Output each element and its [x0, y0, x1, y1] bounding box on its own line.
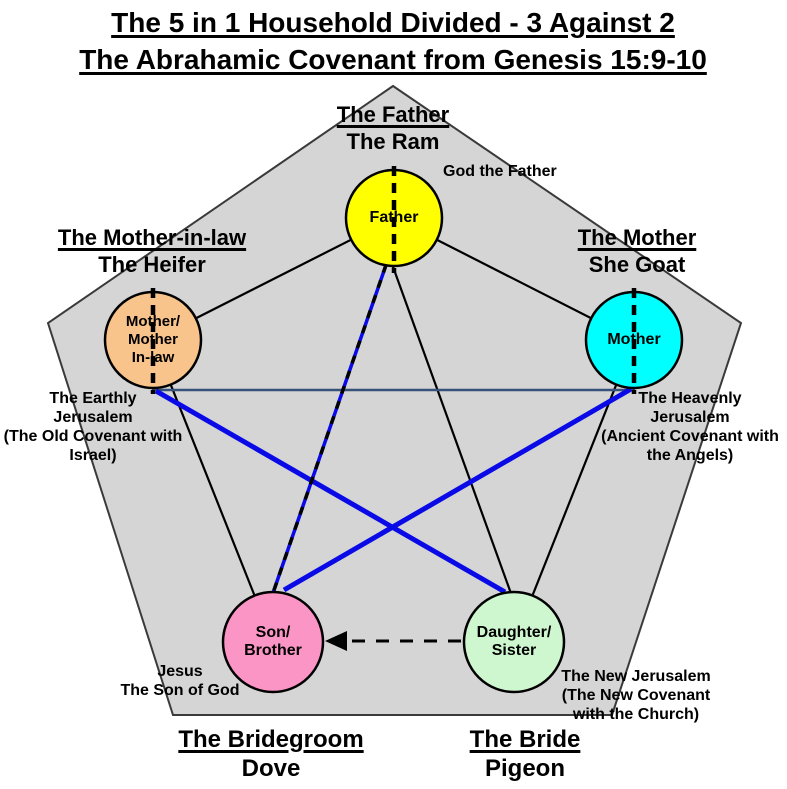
- annotation-line: the Angels): [646, 447, 734, 464]
- annotation-line: (The Old Covenant with: [3, 428, 183, 445]
- father-heading-block: The Father The Ram: [337, 101, 449, 155]
- annotation-line: Jesus: [157, 663, 203, 680]
- annotation-line: Jerusalem: [650, 409, 730, 426]
- daughter-subheading: Pigeon: [484, 755, 565, 782]
- father-subheading: The Ram: [346, 129, 440, 154]
- mother-in-law-heading: The Mother-in-law: [57, 225, 247, 250]
- annotation-line: (The New Covenant: [561, 687, 711, 704]
- circle-label-line: Mother: [127, 331, 178, 348]
- daughter-heading-block: The Bride Pigeon: [470, 725, 581, 783]
- circle-label-line: Brother: [244, 642, 302, 659]
- mother-heading-block: The Mother She Goat: [578, 224, 697, 278]
- circle-label-line: Daughter/: [476, 624, 552, 641]
- son-circle-label: Son/ Brother: [244, 624, 302, 660]
- annotation-line: The New Jerusalem: [561, 668, 711, 685]
- father-circle-label: Father: [369, 209, 419, 226]
- edge-motherinlaw-daughter: [154, 388, 507, 595]
- edge-mother-son: [282, 386, 633, 593]
- mother-heading: The Mother: [577, 225, 697, 250]
- son-heading: The Bridegroom: [178, 726, 364, 753]
- annotation-line: with the Church): [572, 706, 700, 723]
- son-annotation: Jesus The Son of God: [120, 662, 239, 700]
- annotation-line: (Ancient Covenant with: [601, 428, 779, 445]
- daughter-heading: The Bride: [469, 726, 581, 753]
- mother-in-law-annotation: The Earthly Jerusalem (The Old Covenant …: [4, 389, 183, 465]
- annotation-line: Israel): [69, 447, 117, 464]
- mother-subheading: She Goat: [588, 252, 686, 277]
- circle-label-line: Mother/: [125, 313, 181, 330]
- edge-father-son-dashes: [271, 264, 388, 594]
- arrowhead-icon: [325, 631, 347, 651]
- mother-in-law-subheading: The Heifer: [98, 252, 206, 277]
- circle-label-line: In-law: [131, 349, 175, 366]
- page-title-line1: The 5 in 1 Household Divided - 3 Against…: [111, 7, 675, 38]
- circle-label-line: Son/: [255, 624, 291, 641]
- annotation-line: The Heavenly: [638, 390, 742, 407]
- mother-annotation: The Heavenly Jerusalem (Ancient Covenant…: [601, 389, 779, 465]
- daughter-annotation: The New Jerusalem (The New Covenant with…: [561, 667, 710, 724]
- circle-label-line: Sister: [491, 642, 537, 659]
- father-annotation: God the Father: [443, 163, 557, 180]
- annotation-line: The Earthly: [49, 390, 137, 407]
- father-heading: The Father: [336, 102, 450, 127]
- page-title-line2: The Abrahamic Covenant from Genesis 15:9…: [79, 44, 707, 75]
- edge-father-daughter: [390, 263, 515, 600]
- mother-in-law-circle-label: Mother/ Mother In-law: [126, 313, 180, 367]
- son-heading-block: The Bridegroom Dove: [178, 725, 363, 783]
- son-circle: [221, 590, 325, 694]
- annotation-line: Jerusalem: [53, 409, 133, 426]
- mother-circle-label: Mother: [607, 331, 661, 348]
- mother-in-law-heading-block: The Mother-in-law The Heifer: [58, 224, 246, 278]
- son-subheading: Dove: [241, 755, 301, 782]
- daughter-circle-label: Daughter/ Sister: [477, 624, 552, 660]
- annotation-line: The Son of God: [120, 682, 240, 699]
- pentagon-shape: [46, 84, 743, 716]
- daughter-circle: [462, 590, 566, 694]
